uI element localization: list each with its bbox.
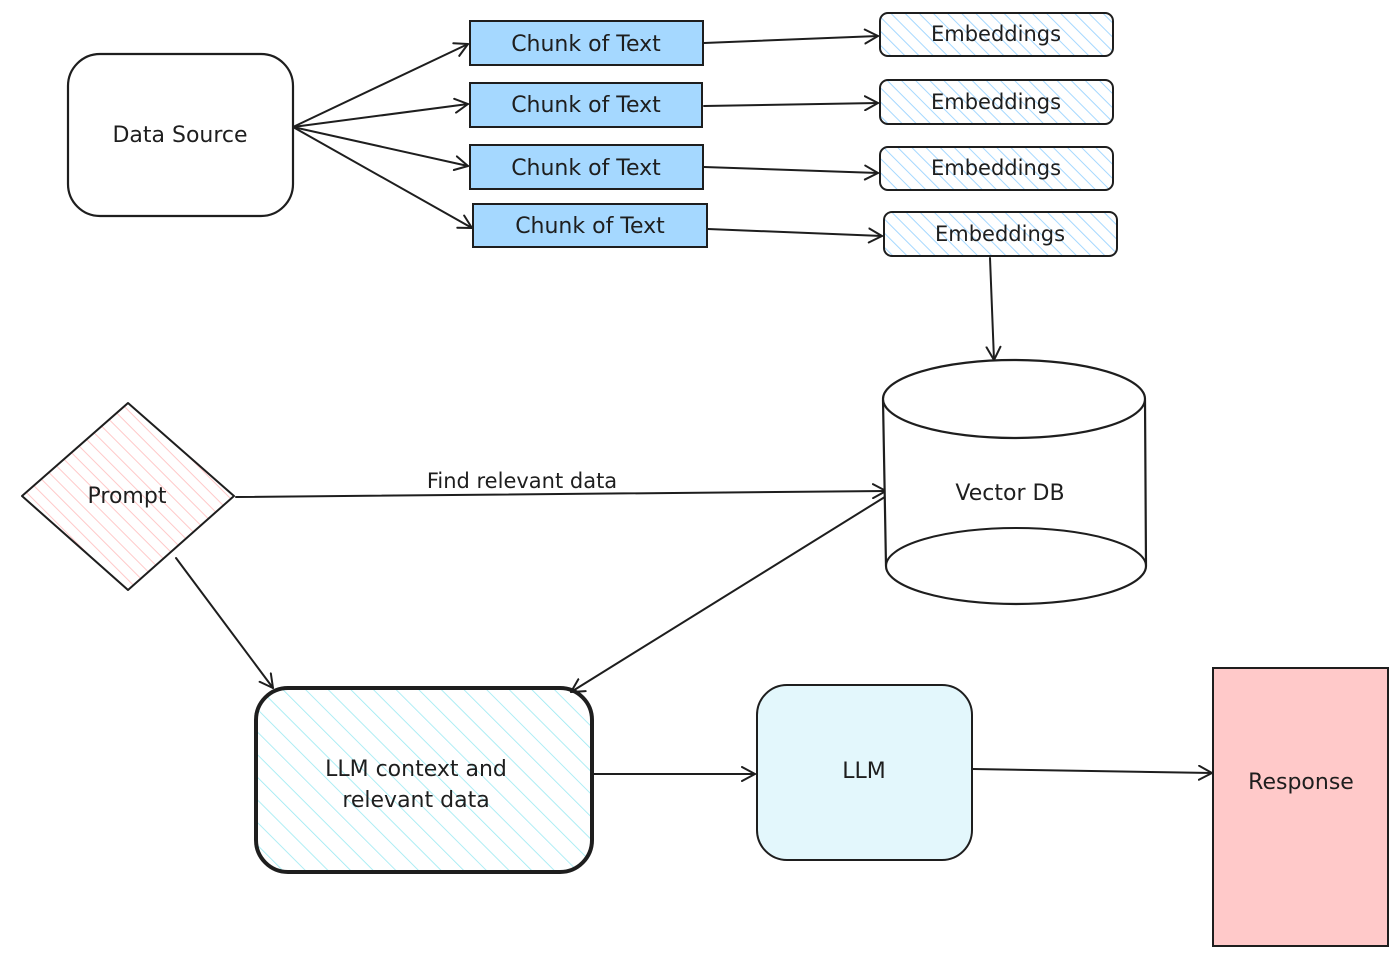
edge-source-chunk1 bbox=[292, 42, 469, 128]
chunk-node: Chunk of Text bbox=[469, 82, 703, 128]
llm-label: LLM bbox=[842, 759, 886, 784]
chunk-label: Chunk of Text bbox=[511, 156, 661, 181]
chunk-label: Chunk of Text bbox=[515, 214, 665, 239]
edge-chunk1-embeddings1 bbox=[703, 28, 879, 45]
chunk-node: Chunk of Text bbox=[469, 144, 704, 190]
edge-llm-response bbox=[972, 764, 1213, 781]
chunk-label: Chunk of Text bbox=[511, 32, 661, 57]
embeddings-label: Embeddings bbox=[931, 22, 1061, 46]
llm-context-label-line1: LLM context and bbox=[325, 757, 507, 782]
edge-chunk2-embeddings2 bbox=[703, 95, 879, 112]
chunk-node: Chunk of Text bbox=[472, 203, 708, 248]
embeddings-node: Embeddings bbox=[879, 146, 1114, 191]
edge-prompt-vectordb bbox=[235, 483, 887, 500]
edge-prompt-llmcontext bbox=[175, 557, 274, 689]
chunk-node: Chunk of Text bbox=[469, 20, 704, 66]
embeddings-node: Embeddings bbox=[883, 211, 1118, 257]
prompt-label: Prompt bbox=[88, 484, 167, 509]
edge-embeddings-vectordb bbox=[985, 257, 1002, 361]
vector-db-label: Vector DB bbox=[955, 481, 1064, 506]
edges bbox=[175, 28, 1213, 782]
prompt-node: Prompt bbox=[21, 402, 235, 591]
embeddings-label: Embeddings bbox=[931, 90, 1061, 114]
vector-db-node: Vector DB bbox=[881, 358, 1148, 606]
edge-vectordb-llmcontext bbox=[570, 494, 889, 693]
edge-chunk4-embeddings4 bbox=[707, 227, 883, 244]
chunk-label: Chunk of Text bbox=[511, 93, 661, 118]
embeddings-label: Embeddings bbox=[931, 156, 1061, 180]
data-source-node: Data Source bbox=[66, 52, 295, 218]
response-node: Response bbox=[1212, 667, 1389, 947]
embeddings-node: Embeddings bbox=[879, 79, 1114, 125]
edge-source-chunk3 bbox=[292, 126, 469, 172]
embeddings-label: Embeddings bbox=[935, 222, 1065, 246]
llm-node: LLM bbox=[756, 684, 973, 861]
llm-context-node: LLM context and relevant data bbox=[254, 686, 594, 874]
edge-source-chunk4 bbox=[292, 126, 473, 229]
response-label: Response bbox=[1248, 770, 1354, 795]
embeddings-node: Embeddings bbox=[879, 12, 1114, 57]
data-source-label: Data Source bbox=[112, 123, 247, 148]
llm-context-label-line2: relevant data bbox=[342, 788, 489, 813]
edge-label-find-relevant-data: Find relevant data bbox=[427, 469, 617, 493]
edge-source-chunk2 bbox=[292, 97, 469, 128]
edge-chunk3-embeddings3 bbox=[703, 164, 879, 181]
